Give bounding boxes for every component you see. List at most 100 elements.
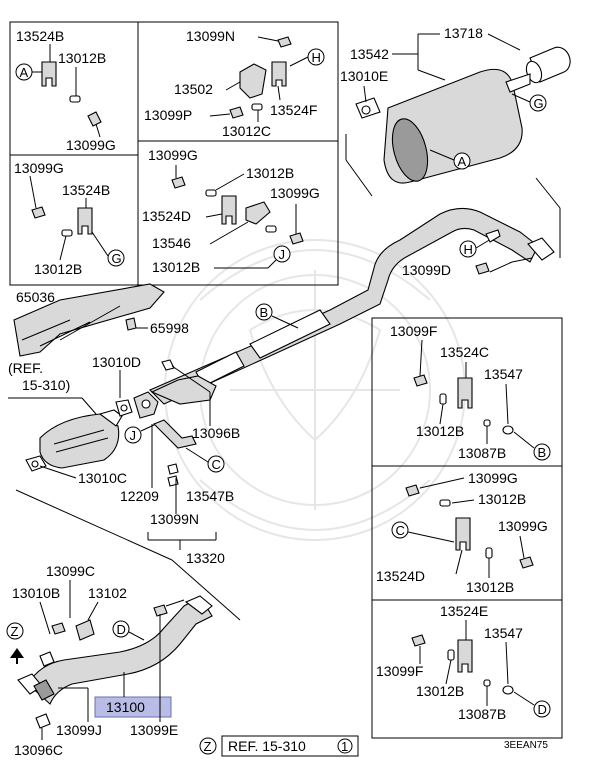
nut-icon <box>483 419 491 427</box>
callout-letter: A <box>20 65 29 80</box>
part-label: 13099G <box>14 160 64 176</box>
callout-circle <box>529 94 547 112</box>
part-label: 13524D <box>376 568 425 584</box>
part-label: 13099N <box>150 511 199 527</box>
part-label: 13718 <box>444 25 483 41</box>
callout-circle <box>124 426 142 444</box>
inset-right: 13099F 13524C 13547 13012B 13087B B 1309… <box>371 317 563 739</box>
ref-label: (REF. <box>8 360 43 376</box>
part-label: 13099D <box>402 262 451 278</box>
callout-circle <box>459 240 477 258</box>
part-label: 13010C <box>78 470 127 486</box>
part-label: 13012B <box>152 259 200 275</box>
washer-icon <box>502 685 514 695</box>
bracket-icon <box>75 619 95 641</box>
callout-letter: D <box>117 622 126 637</box>
callout-letter: C <box>212 457 221 472</box>
pin-icon <box>205 189 217 197</box>
bolt-icon <box>229 106 244 119</box>
highlight-box <box>94 696 172 718</box>
front-pipe-assembly: 13099C 13010B 13102 Z D 13100 13099J 130… <box>6 563 213 758</box>
callout-letter: J <box>130 428 137 443</box>
callout-letter: B <box>260 305 269 320</box>
rubber-hanger-icon <box>41 61 57 87</box>
part-label: 13012B <box>34 261 82 277</box>
part-label: 13102 <box>88 585 127 601</box>
part-label: 13099G <box>468 470 518 486</box>
callout-letter: A <box>458 154 467 169</box>
nut-icon <box>167 463 179 475</box>
diagram-code: 3EEAN75 <box>504 740 548 751</box>
catalytic-converter-icon <box>39 413 120 469</box>
part-label: 13502 <box>174 81 213 97</box>
part-label: 13010E <box>340 68 388 84</box>
callout-letter: C <box>396 523 405 538</box>
ref-label: REF. 15-310 <box>228 738 306 754</box>
nut-icon <box>39 651 55 667</box>
bolt-icon <box>289 232 304 245</box>
callout-letter: H <box>464 242 473 257</box>
part-label: 13012B <box>416 423 464 439</box>
part-label: 13099C <box>46 563 95 579</box>
nut-icon <box>161 359 175 371</box>
part-label: 13546 <box>152 235 191 251</box>
part-label: 13099G <box>66 137 116 153</box>
bolt-icon <box>413 374 428 387</box>
part-label: 13099E <box>130 722 178 738</box>
part-label: 12209 <box>120 488 159 504</box>
pin-icon <box>61 229 73 237</box>
callout-circle <box>533 700 551 718</box>
bolt-icon <box>171 176 186 189</box>
pin-icon <box>439 499 451 507</box>
resonator-icon <box>249 309 331 359</box>
part-label: 13010D <box>92 354 141 370</box>
center-pipe-assembly: 13099D H B <box>149 207 555 405</box>
part-label: 13524B <box>16 28 64 44</box>
part-label: 13542 <box>350 46 389 62</box>
part-label: 13096B <box>192 425 240 441</box>
callout-circle <box>6 622 24 640</box>
part-label: 13012C <box>222 123 271 139</box>
rubber-hanger-icon <box>221 195 237 225</box>
pin-icon <box>265 225 277 233</box>
bolt-icon <box>411 634 426 647</box>
part-label: 13012B <box>246 165 294 181</box>
callout-circle <box>255 303 273 321</box>
footer: Z REF. 15-310 1 3EEAN75 <box>199 735 548 757</box>
part-label: 13547 <box>484 625 523 641</box>
part-label: 13524B <box>62 182 110 198</box>
part-label: 13099F <box>390 323 437 339</box>
part-label: 13547 <box>484 366 523 382</box>
part-label: 13012B <box>478 491 526 507</box>
part-label: 13096C <box>14 742 63 758</box>
part-label: 13524E <box>440 603 488 619</box>
bolt-icon <box>51 622 66 635</box>
callout-circle <box>207 455 225 473</box>
callout-letter: B <box>538 445 547 460</box>
callout-circle <box>533 443 551 461</box>
bolt-icon <box>31 206 46 219</box>
part-label: 13099F <box>376 663 423 679</box>
center-pipe-icon <box>149 207 539 405</box>
inset-top-middle: 13099N 13502 13099P 13524F 13012C H 1309… <box>137 21 339 286</box>
bolt-icon <box>153 604 168 617</box>
part-label: 13012B <box>466 579 514 595</box>
part-label: 13099G <box>148 147 198 163</box>
bracket-icon <box>239 63 267 99</box>
pin-icon <box>439 393 447 405</box>
nut-icon <box>483 679 491 687</box>
part-label: 13087B <box>458 445 506 461</box>
rubber-hanger-icon <box>77 207 93 235</box>
pin-icon <box>69 95 81 103</box>
rubber-hanger-icon <box>271 61 287 87</box>
rubber-hanger-icon <box>455 517 471 551</box>
part-label: 65998 <box>150 320 189 336</box>
part-label: 13099P <box>144 107 192 123</box>
arrow-up-icon <box>10 648 24 664</box>
bolt-icon <box>519 556 534 569</box>
front-pipe-icon <box>27 601 213 705</box>
bolt-icon <box>475 262 490 275</box>
part-label: 13524D <box>142 208 191 224</box>
part-label: 13099J <box>56 722 102 738</box>
